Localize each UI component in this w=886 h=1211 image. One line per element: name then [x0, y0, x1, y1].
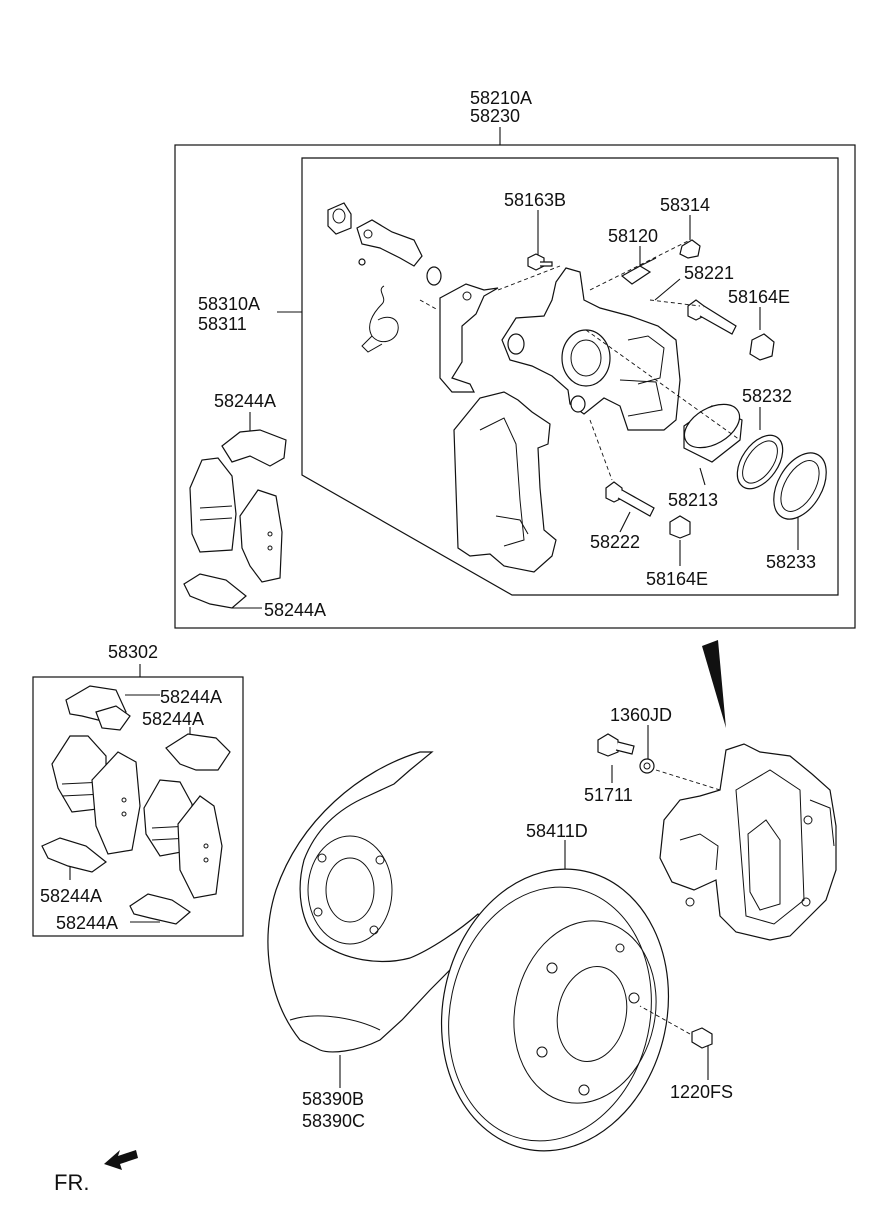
- caliper-parts: [327, 202, 827, 573]
- label-58244a-k4: 58244A: [56, 913, 118, 933]
- label-58244a-mid: 58244A: [264, 600, 326, 620]
- label-58244a-k1: 58244A: [160, 687, 222, 707]
- label-assembly-a: 58210A: [470, 88, 532, 108]
- label-1360jd: 1360JD: [610, 705, 672, 725]
- brake-pads-top: [183, 429, 287, 609]
- label-58390b: 58390B: [302, 1089, 364, 1109]
- label-58232: 58232: [742, 386, 792, 406]
- label-51711: 51711: [584, 785, 633, 805]
- label-1220fs: 1220FS: [670, 1082, 733, 1102]
- label-58244a-top: 58244A: [214, 391, 276, 411]
- label-58164e-top: 58164E: [728, 287, 790, 307]
- pad-kit-box: [32, 676, 244, 937]
- label-58163b: 58163B: [504, 190, 566, 210]
- label-bracket-b: 58311: [198, 314, 247, 334]
- dust-shield: [267, 751, 489, 1053]
- brake-pad-kit: [41, 685, 231, 925]
- label-58221: 58221: [684, 263, 734, 283]
- label-58302: 58302: [108, 642, 158, 662]
- label-58213: 58213: [668, 490, 718, 510]
- label-58244a-k2: 58244A: [142, 709, 204, 729]
- caliper-assembly-box: [174, 144, 856, 629]
- label-58244a-k3: 58244A: [40, 886, 102, 906]
- label-58233: 58233: [766, 552, 816, 572]
- label-58314: 58314: [660, 195, 710, 215]
- label-58411d: 58411D: [526, 821, 588, 841]
- brake-disc: [440, 868, 670, 1152]
- label-58164e-bottom: 58164E: [646, 569, 708, 589]
- label-58390c: 58390C: [302, 1111, 365, 1131]
- mounting-hardware: [597, 733, 721, 1049]
- label-front: FR.: [54, 1170, 89, 1195]
- front-arrow-icon: [104, 1150, 138, 1170]
- label-58222: 58222: [590, 532, 640, 552]
- label-58120: 58120: [608, 226, 658, 246]
- label-bracket-a: 58310A: [198, 294, 260, 314]
- caliper-inner-box: [301, 157, 839, 596]
- label-assembly-b: 58230: [470, 106, 520, 126]
- caliper-assembly: [659, 743, 837, 941]
- assembly-pointer-arrow: [702, 640, 726, 728]
